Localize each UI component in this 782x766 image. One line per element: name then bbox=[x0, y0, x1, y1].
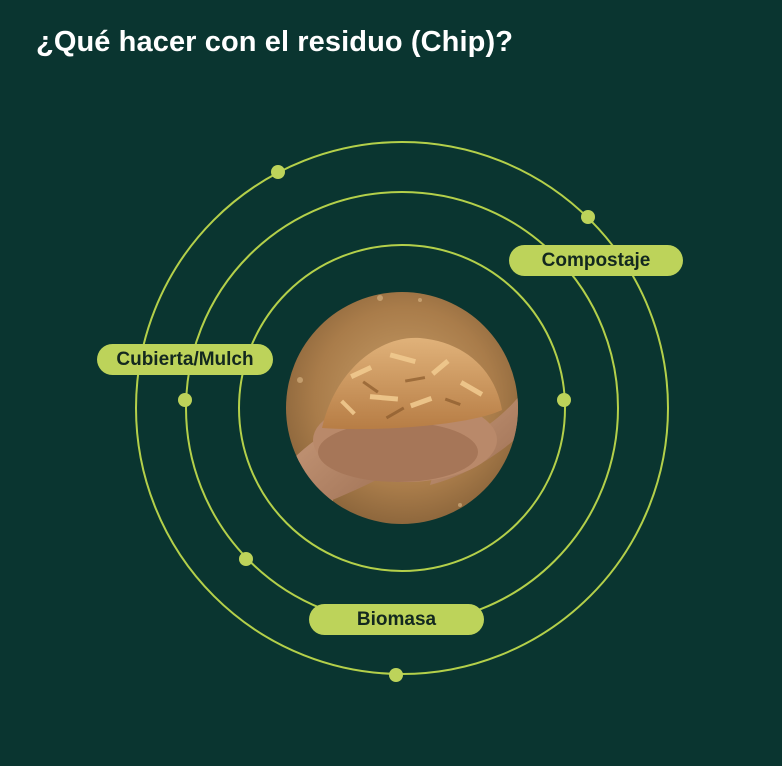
orbit-dot bbox=[557, 393, 571, 407]
orbit-dot bbox=[178, 393, 192, 407]
orbit-dot bbox=[389, 668, 403, 682]
label-cubierta-mulch: Cubierta/Mulch bbox=[97, 344, 273, 375]
orbit-dot bbox=[581, 210, 595, 224]
label-biomasa: Biomasa bbox=[309, 604, 484, 635]
wood-chips-photo bbox=[286, 292, 518, 524]
orbit-ring-inner bbox=[238, 244, 566, 572]
orbit-dot bbox=[239, 552, 253, 566]
label-compostaje: Compostaje bbox=[509, 245, 683, 276]
page-title: ¿Qué hacer con el residuo (Chip)? bbox=[36, 26, 514, 58]
orbit-dot bbox=[271, 165, 285, 179]
